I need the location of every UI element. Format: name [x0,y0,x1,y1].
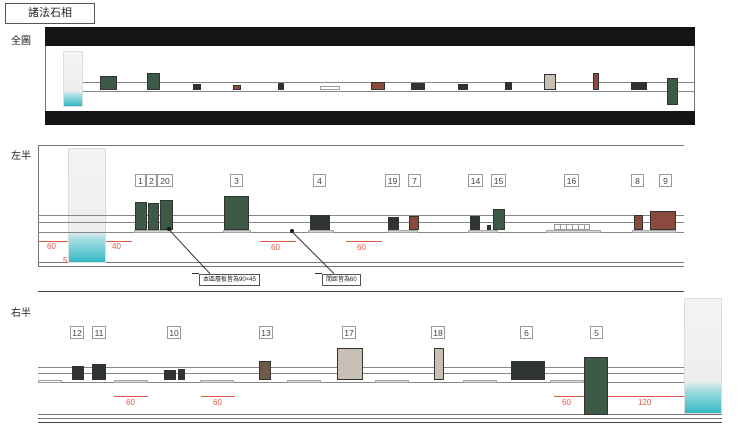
stone-image [92,364,106,380]
exhibit-number: 20 [157,174,173,187]
exhibit-number: 17 [342,326,356,339]
dimension-label: 60 [47,242,56,251]
stone-image [148,203,159,230]
stone-image [72,366,84,380]
stone-image [178,369,185,380]
note-board: 本區層板皆為90×45 [199,274,260,286]
full-stone [233,85,241,90]
full-stone [371,82,385,90]
exhibit-number: 13 [259,326,273,339]
exhibit-number: 9 [659,174,672,187]
note-spacing: 間距皆為60 [322,274,361,286]
full-rail-lower [83,91,695,92]
exhibit-number: 10 [167,326,181,339]
dimension-label: 60 [357,243,366,252]
full-rail-upper [83,82,695,83]
right-view: 12 11 10 13 17 18 6 5 60 60 60 120 [38,296,722,424]
exhibit-number: 19 [385,174,400,187]
full-scroll [63,51,83,107]
exhibit-number: 7 [408,174,421,187]
stone-row-16 [554,224,590,230]
exhibit-number: 18 [431,326,445,339]
exhibit-number: 6 [520,326,533,339]
left-scroll [68,148,106,263]
stone-image [584,357,608,415]
full-stone [631,82,647,90]
exhibit-number: 8 [631,174,644,187]
stone-image [310,215,330,230]
stone-image [164,370,176,380]
section-label-full: 全圖 [11,36,31,47]
exhibit-number: 3 [230,174,243,187]
exhibit-number: 12 [70,326,84,339]
dimension-label: 40 [112,242,121,251]
stone-image [487,225,491,230]
dimension-label: 60 [126,398,135,407]
dimension-label: 120 [638,398,652,407]
full-stone [193,84,201,90]
stone-image [259,361,271,380]
full-stone [278,83,284,90]
left-rail-base [38,232,684,233]
stone-image [135,202,147,230]
exhibit-number: 11 [92,326,106,339]
section-label-left: 左半 [11,151,31,162]
stone-image [434,348,444,380]
stone-image [493,209,505,230]
section-label-right: 右半 [11,308,31,319]
stone-image [634,215,643,230]
full-stone [458,84,468,90]
exhibit-number: 15 [491,174,506,187]
top-band [45,27,695,46]
left-view: 1 2 20 3 4 19 7 14 15 16 8 9 60 5 40 60 … [38,142,684,294]
full-stone [505,82,512,90]
dimension-label: 60 [213,398,222,407]
stone-image [388,217,399,230]
right-rail-base [38,382,684,383]
stone-image [470,216,480,230]
full-view [45,27,695,125]
stone-image [337,348,363,380]
left-rail-lower [38,222,684,223]
right-scroll [684,298,722,414]
full-stone [544,74,556,90]
exhibit-number: 4 [313,174,326,187]
dimension-label: 5 [63,256,68,265]
full-stone [411,83,425,90]
stone-image [160,200,173,230]
stone-image [511,361,545,380]
exhibit-number: 5 [590,326,603,339]
left-rail-upper [38,215,684,216]
bottom-band [45,111,695,125]
diagram-title: 諸法石相 [5,3,95,24]
exhibit-number: 16 [564,174,579,187]
full-stone [100,76,117,90]
full-stone [593,73,599,90]
exhibit-number: 14 [468,174,483,187]
full-stone [667,78,678,105]
dimension-label: 60 [562,398,571,407]
stone-image [650,211,676,230]
stone-image [409,216,419,230]
dimension-label: 60 [271,243,280,252]
exhibit-number: 2 [146,174,157,187]
full-stone [147,73,160,90]
stone-image [224,196,249,230]
exhibit-number: 1 [135,174,146,187]
